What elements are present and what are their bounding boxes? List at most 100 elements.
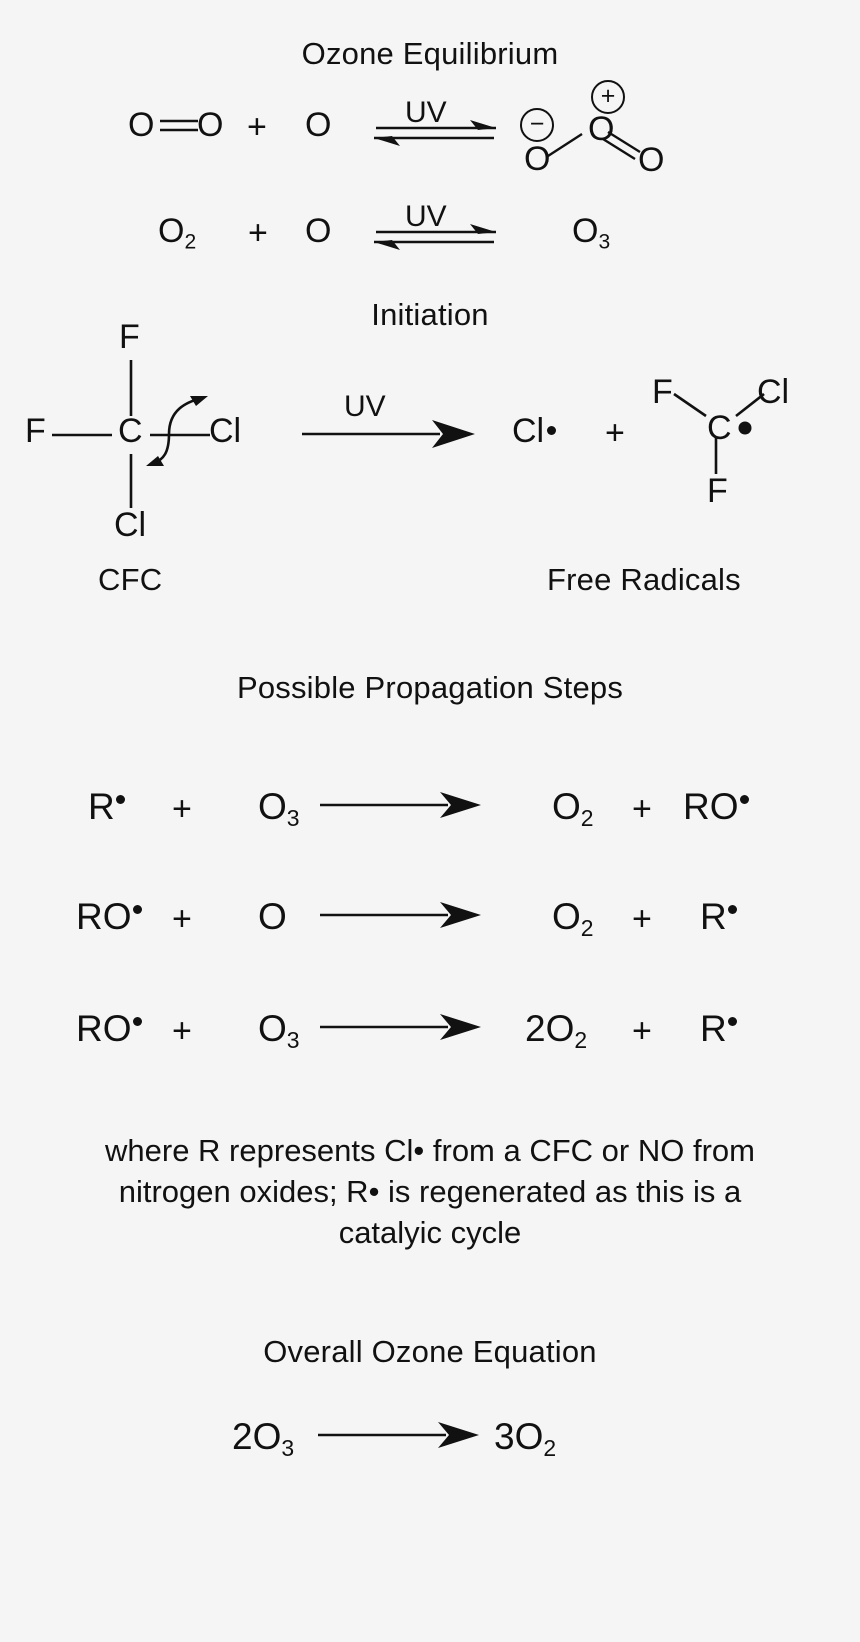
prop1-reactant1: R: [88, 788, 125, 825]
prop1-plus2: +: [632, 790, 652, 828]
prop2-product2: R: [700, 898, 737, 935]
prop3-reactant1-symbol: RO: [76, 1008, 132, 1049]
overall-product: 3O2: [494, 1418, 556, 1460]
overall-reactant-symbol: 2O: [232, 1416, 282, 1457]
eq2-o3-sub: 3: [598, 230, 611, 254]
chlorine-radical-symbol: Cl: [512, 412, 545, 450]
prop1-product1: O2: [552, 788, 594, 830]
prop3-plus2: +: [632, 1012, 652, 1050]
prop2-forward-arrow-icon: [320, 902, 481, 928]
cfc-bottom-chlorine: Cl: [114, 506, 147, 544]
ozone-bonds-icon: [547, 130, 641, 161]
initiation-forward-arrow-icon: [302, 420, 475, 448]
overall-product-symbol: 3O: [494, 1416, 544, 1457]
prop3-reactant2-symbol: O: [258, 1008, 287, 1049]
prop3-product1-sub: 2: [574, 1026, 588, 1053]
cfc-left-fluorine: F: [25, 412, 46, 450]
prop2-plus1: +: [172, 900, 192, 938]
prop1-product2-radical-dot: [739, 794, 749, 804]
prop1-reactant2: O3: [258, 788, 300, 830]
carbon-radical-bonds-icon: [673, 392, 765, 474]
carbon-radical-upper-left-f: F: [652, 373, 673, 411]
overall-forward-arrow-icon: [318, 1422, 479, 1448]
prop1-plus1: +: [172, 790, 192, 828]
prop3-reactant2: O3: [258, 1010, 300, 1052]
prop3-product2-radical-dot: [727, 1016, 737, 1026]
initiation-heading: Initiation: [371, 297, 489, 332]
prop2-product1-symbol: O: [552, 896, 581, 937]
prop3-reactant2-sub: 3: [286, 1026, 300, 1053]
prop2-product2-symbol: R: [700, 896, 727, 937]
explanatory-note: where R represents Cl• from a CFC or NO …: [30, 1130, 830, 1253]
carbon-radical-bottom-f: F: [707, 472, 728, 510]
prop2-plus2: +: [632, 900, 652, 938]
eq2-uv-label: UV: [405, 200, 447, 233]
prop1-reactant2-symbol: O: [258, 786, 287, 827]
chlorine-radical: Cl: [512, 412, 557, 450]
prop1-product2-symbol: RO: [683, 786, 739, 827]
overall-product-sub: 2: [543, 1434, 557, 1461]
prop1-product1-sub: 2: [580, 804, 594, 831]
eq1-double-bond-icon: [160, 119, 198, 132]
eq2-product-o3: O3: [572, 214, 610, 252]
prop2-product1: O2: [552, 898, 594, 940]
products-plus: +: [605, 414, 625, 452]
prop3-forward-arrow-icon: [320, 1014, 481, 1040]
chlorine-radical-dot: [547, 425, 557, 435]
ozone-right-atom: O: [638, 141, 665, 179]
prop3-reactant1-radical-dot: [132, 1016, 142, 1026]
carbon-radical-center-c: C: [707, 409, 732, 447]
note-line-1: where R represents Cl• from a CFC or NO …: [105, 1133, 755, 1168]
eq1-plus: +: [247, 108, 267, 146]
prop1-reactant1-radical-dot: [115, 794, 125, 804]
prop3-product2: R: [700, 1010, 737, 1047]
eq2-o2-sub: 2: [184, 230, 197, 254]
cfc-top-fluorine: F: [119, 318, 140, 356]
overall-reactant-sub: 3: [281, 1434, 295, 1461]
cfc-bonds-icon: [52, 360, 210, 508]
prop2-reactant1: RO: [76, 898, 142, 935]
eq1-reactant-o-right: O: [197, 106, 224, 144]
eq2-o3-symbol: O: [572, 212, 599, 250]
ozone-equilibrium-heading: Ozone Equilibrium: [301, 36, 559, 71]
prop3-product2-symbol: R: [700, 1008, 727, 1049]
propagation-heading: Possible Propagation Steps: [236, 670, 624, 705]
eq2-equilibrium-arrow-icon: [374, 224, 496, 250]
free-radicals-label: Free Radicals: [547, 562, 741, 597]
cfc-label: CFC: [98, 562, 163, 597]
note-line-3: catalyic cycle: [338, 1215, 522, 1250]
prop1-product2: RO: [683, 788, 749, 825]
prop3-reactant1: RO: [76, 1010, 142, 1047]
prop2-product2-radical-dot: [727, 904, 737, 914]
eq2-o2-symbol: O: [158, 212, 185, 250]
ozone-left-atom: O: [524, 140, 551, 178]
eq2-reactant-o2: O2: [158, 214, 196, 252]
prop1-forward-arrow-icon: [320, 792, 481, 818]
note-line-2: nitrogen oxides; R• is regenerated as th…: [118, 1174, 742, 1209]
prop2-reactant1-radical-dot: [132, 904, 142, 914]
prop2-reactant1-symbol: RO: [76, 896, 132, 937]
initiation-uv-label: UV: [344, 390, 386, 423]
eq2-reactant-atomic-o: O: [305, 212, 332, 250]
eq1-reactant-atomic-o: O: [305, 106, 332, 144]
eq1-equilibrium-arrow-icon: [374, 120, 496, 146]
carbon-radical-upper-right-cl: Cl: [757, 373, 790, 411]
prop3-plus1: +: [172, 1012, 192, 1050]
prop3-product1-symbol: 2O: [525, 1008, 575, 1049]
overall-reactant: 2O3: [232, 1418, 294, 1460]
prop2-reactant2: O: [258, 898, 287, 940]
prop2-product1-sub: 2: [580, 914, 594, 941]
ozone-central-atom: O: [588, 110, 615, 148]
ozone-negative-charge: −: [520, 108, 554, 142]
prop1-reactant2-sub: 3: [286, 804, 300, 831]
eq1-uv-label: UV: [405, 96, 447, 129]
prop3-product1: 2O2: [525, 1010, 587, 1052]
eq1-reactant-o-left: O: [128, 106, 155, 144]
ozone-positive-charge: +: [591, 80, 625, 114]
prop1-product1-symbol: O: [552, 786, 581, 827]
prop1-reactant1-symbol: R: [88, 786, 115, 827]
cfc-center-carbon: C: [118, 412, 143, 450]
overall-ozone-equation-heading: Overall Ozone Equation: [263, 1334, 597, 1369]
fishhook-arrows-icon: [146, 396, 208, 466]
cfc-right-chlorine: Cl: [209, 412, 242, 450]
